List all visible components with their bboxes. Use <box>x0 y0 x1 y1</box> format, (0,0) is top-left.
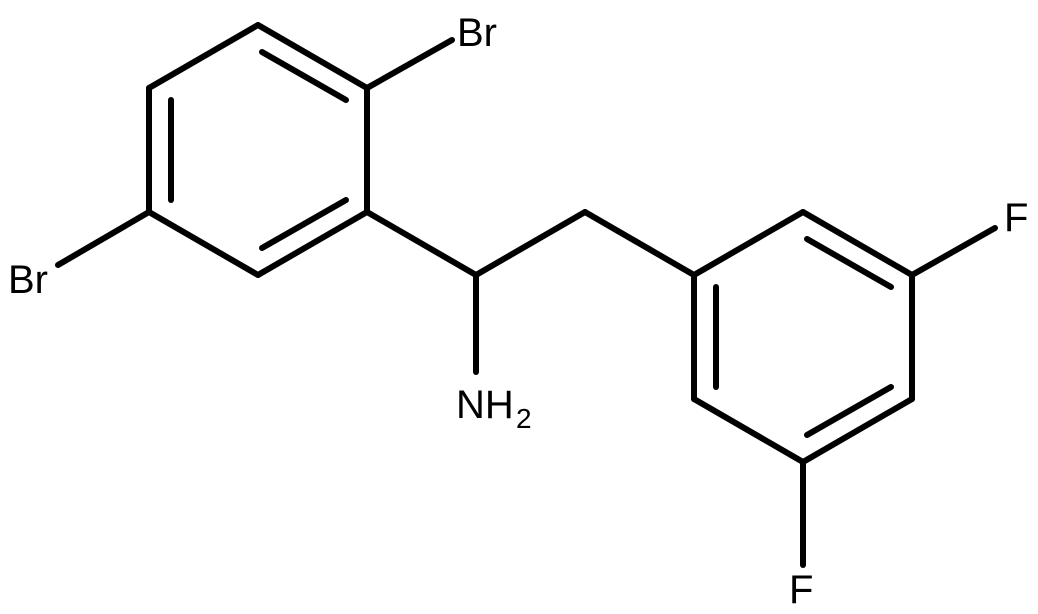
bond-ring2-e <box>691 396 806 465</box>
fluorine-label-top: F <box>1004 196 1028 240</box>
bond-ring1-c-inner <box>259 197 349 251</box>
bond-ring1-to-ch <box>364 209 479 278</box>
dibromophenyl-ring <box>146 22 370 278</box>
bond-ring2-b-inner <box>804 236 894 290</box>
bond-c-br-left <box>55 209 152 268</box>
bromine-label-left: Br <box>8 258 48 302</box>
bond-c-f-top <box>909 225 998 278</box>
amine-subscript: 2 <box>516 403 532 434</box>
bond-ch-to-ch2 <box>473 209 588 278</box>
bond-ring1-f <box>146 22 261 91</box>
bromine-label-top: Br <box>457 11 497 55</box>
difluorophenyl-ring <box>691 209 915 465</box>
bond-ring2-d <box>800 396 915 465</box>
bond-ring1-a-inner <box>259 49 349 103</box>
bond-ch2-to-ring2 <box>582 209 697 278</box>
bond-ring1-c <box>255 209 370 278</box>
bond-ring2-b <box>800 209 915 278</box>
bond-ring2-d-inner <box>804 384 894 438</box>
bond-ring2-a <box>691 209 806 278</box>
bond-ring1-d <box>146 209 261 278</box>
fluorine-label-bottom: F <box>789 568 813 612</box>
bond-ring1-a <box>255 22 370 91</box>
bond-c-br-top <box>364 37 455 91</box>
amine-label: NH <box>456 383 514 427</box>
